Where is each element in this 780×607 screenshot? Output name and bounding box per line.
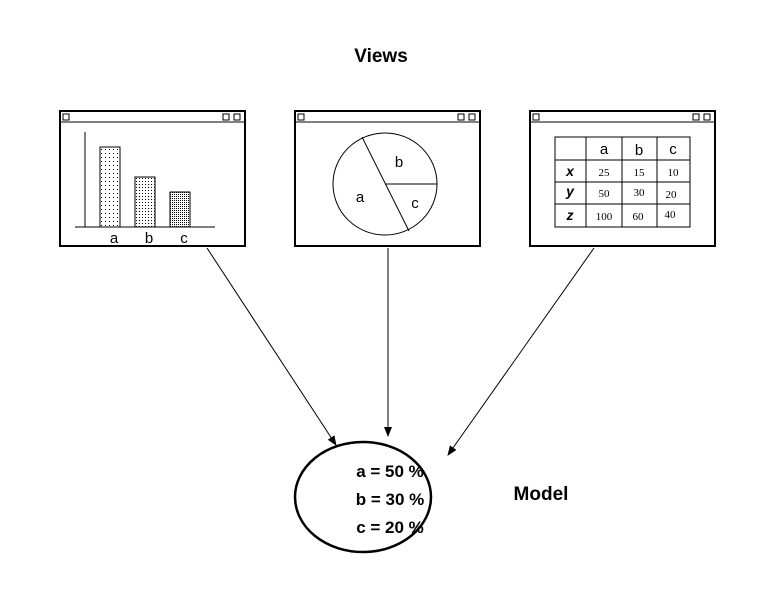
bar-label-c: c xyxy=(180,230,188,247)
table-header-c: c xyxy=(669,141,677,158)
bar-label-a: a xyxy=(110,230,119,247)
bar-c xyxy=(169,191,191,228)
bar-chart-window: a b c xyxy=(59,110,246,247)
minimize-icon[interactable] xyxy=(222,113,230,121)
table-window: a b c x 25 15 10 y 50 30 20 z 100 60 40 xyxy=(529,110,716,247)
model-ellipse xyxy=(293,440,433,554)
model-value-c: c = 20 % xyxy=(356,518,424,537)
minimize-icon[interactable] xyxy=(457,113,465,121)
cell-x-b: 15 xyxy=(634,167,646,179)
pie-label-a: a xyxy=(356,189,365,206)
cell-y-b: 30 xyxy=(634,187,646,199)
maximize-icon[interactable] xyxy=(703,113,711,121)
window-menu-icon[interactable] xyxy=(532,113,540,121)
cell-z-c: 40 xyxy=(665,209,677,221)
minimize-icon[interactable] xyxy=(692,113,700,121)
maximize-icon[interactable] xyxy=(233,113,241,121)
pie-label-b: b xyxy=(395,154,403,171)
views-title: Views xyxy=(354,46,408,67)
cell-x-c: 10 xyxy=(668,167,680,179)
cell-y-a: 50 xyxy=(599,188,611,200)
window-menu-icon[interactable] xyxy=(62,113,70,121)
row-label-z: z xyxy=(566,207,574,223)
arrow-table-to-model xyxy=(447,247,595,456)
bar-label-b: b xyxy=(145,230,153,247)
table-header-a: a xyxy=(600,141,609,158)
pie-chart-window: a b c xyxy=(294,110,481,247)
cell-z-b: 60 xyxy=(633,211,645,223)
cell-z-a: 100 xyxy=(596,211,613,223)
cell-x-a: 25 xyxy=(599,167,611,179)
window-menu-icon[interactable] xyxy=(297,113,305,121)
row-label-y: y xyxy=(565,183,575,199)
model-value-a: a = 50 % xyxy=(356,462,424,481)
bar-b xyxy=(134,176,156,228)
model-value-b: b = 30 % xyxy=(356,490,425,509)
cell-y-c: 20 xyxy=(666,189,678,201)
arrow-bar-to-model xyxy=(206,247,337,446)
maximize-icon[interactable] xyxy=(468,113,476,121)
row-label-x: x xyxy=(565,163,575,179)
table-header-b: b xyxy=(635,142,643,159)
bar-a xyxy=(99,146,121,228)
pie-label-c: c xyxy=(411,195,419,212)
data-table xyxy=(554,136,691,228)
model-label: Model xyxy=(514,484,569,505)
